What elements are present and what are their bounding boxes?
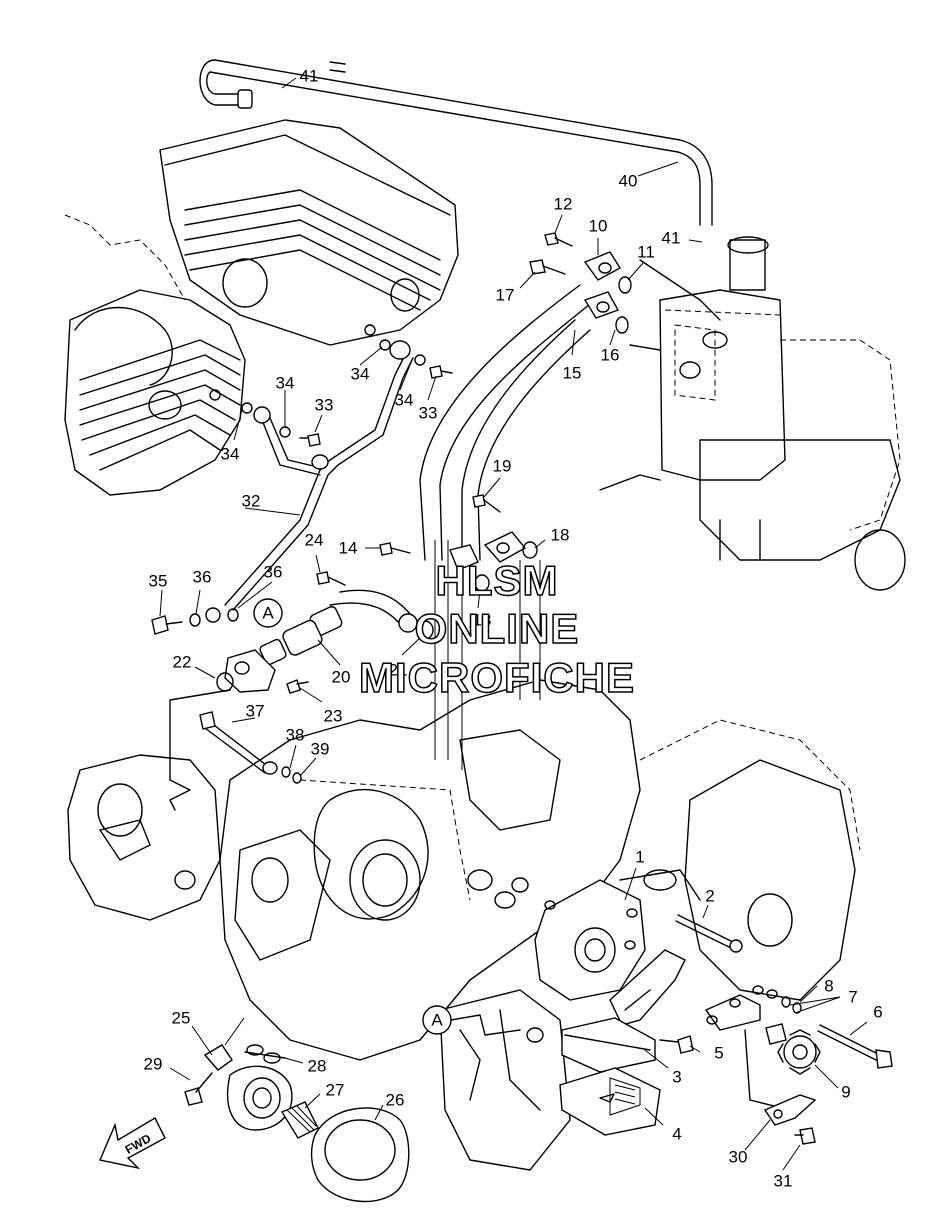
reference-marker-a-lower: A bbox=[422, 1005, 521, 1036]
callout-41-right: 41 bbox=[662, 229, 681, 248]
callout-7: 7 bbox=[848, 988, 857, 1007]
callout-39: 39 bbox=[311, 740, 330, 759]
reference-lines bbox=[169, 259, 791, 1111]
callout-33-left: 33 bbox=[315, 396, 334, 415]
watermark-line-3: MICROFICHE bbox=[359, 654, 635, 701]
callout-38: 38 bbox=[286, 726, 305, 745]
callout-30: 30 bbox=[729, 1148, 748, 1167]
callout-10: 10 bbox=[589, 217, 608, 236]
callout-6: 6 bbox=[873, 1003, 882, 1022]
oil-pump-1 bbox=[534, 879, 686, 1026]
callout-34-upper-left: 34 bbox=[276, 374, 295, 393]
callout-21: 21 bbox=[389, 661, 408, 680]
callout-12: 12 bbox=[554, 195, 573, 214]
callout-13: 13 bbox=[473, 611, 492, 630]
callout-23: 23 bbox=[324, 707, 343, 726]
reference-marker-a-upper-label: A bbox=[262, 604, 274, 623]
rear-cylinder-outline bbox=[64, 214, 246, 496]
callout-33-right: 33 bbox=[419, 404, 438, 423]
callout-1: 1 bbox=[635, 848, 644, 867]
callout-25: 25 bbox=[172, 1009, 191, 1028]
callout-2: 2 bbox=[705, 887, 714, 906]
left-cover-outline bbox=[67, 754, 221, 921]
callout-5: 5 bbox=[714, 1044, 723, 1063]
callout-24: 24 bbox=[305, 531, 324, 550]
crankcase-outline bbox=[219, 679, 641, 1171]
callout-34-lower-left: 34 bbox=[221, 445, 240, 464]
bolts bbox=[151, 232, 893, 1145]
callout-labels: 1 2 3 4 5 6 7 8 9 10 11 12 13 14 15 16 1… bbox=[144, 67, 883, 1191]
callout-4: 4 bbox=[672, 1125, 681, 1144]
banjo-fittings bbox=[189, 251, 632, 692]
callout-3: 3 bbox=[672, 1068, 681, 1087]
oil-pipe-20 bbox=[224, 589, 416, 693]
callout-17: 17 bbox=[496, 286, 515, 305]
callout-8: 8 bbox=[824, 977, 833, 996]
callout-35: 35 bbox=[149, 572, 168, 591]
callout-15: 15 bbox=[563, 364, 582, 383]
watermark: HLSM ONLINE MICROFICHE bbox=[358, 556, 635, 702]
callout-27: 27 bbox=[326, 1081, 345, 1100]
watermark-line-1: HLSM bbox=[436, 557, 559, 604]
callout-11: 11 bbox=[637, 243, 655, 262]
callout-34-center: 34 bbox=[351, 365, 370, 384]
reference-marker-a-lower-label: A bbox=[431, 1011, 443, 1030]
oil-strainer-3-4 bbox=[559, 1017, 661, 1136]
right-crankcase-outline bbox=[619, 719, 861, 1001]
oil-hose-15 bbox=[419, 284, 596, 561]
callout-32: 32 bbox=[242, 492, 261, 511]
callout-29: 29 bbox=[144, 1055, 163, 1074]
callout-9: 9 bbox=[841, 1083, 850, 1102]
breather-hose-40 bbox=[199, 59, 713, 226]
callout-22: 22 bbox=[173, 653, 192, 672]
callout-28: 28 bbox=[308, 1057, 327, 1076]
callout-34-right: 34 bbox=[395, 391, 414, 410]
callout-36-right: 36 bbox=[264, 563, 283, 582]
callout-20: 20 bbox=[332, 668, 351, 687]
callout-18: 18 bbox=[551, 526, 570, 545]
oil-filter-parts-25-28 bbox=[203, 1044, 410, 1203]
reference-marker-a-upper: A bbox=[253, 598, 283, 628]
callout-31: 31 bbox=[774, 1172, 793, 1191]
callout-41-left: 41 bbox=[300, 67, 319, 86]
watermark-line-2: ONLINE bbox=[415, 605, 580, 652]
gear-9-and-plate-30 bbox=[704, 985, 821, 1126]
oil-tank-outline bbox=[599, 236, 906, 591]
callout-26: 26 bbox=[386, 1091, 405, 1110]
cylinder-head-outline bbox=[159, 119, 459, 346]
callout-14: 14 bbox=[339, 539, 358, 558]
callout-16: 16 bbox=[601, 346, 620, 365]
leader-lines bbox=[159, 77, 868, 1171]
callout-40: 40 bbox=[619, 172, 638, 191]
oil-delivery-pipe-32 bbox=[224, 354, 414, 611]
callout-19: 19 bbox=[493, 457, 512, 476]
callout-37: 37 bbox=[246, 702, 265, 721]
fwd-direction-arrow: FWD bbox=[99, 1117, 166, 1170]
callout-36-left: 36 bbox=[193, 568, 212, 587]
